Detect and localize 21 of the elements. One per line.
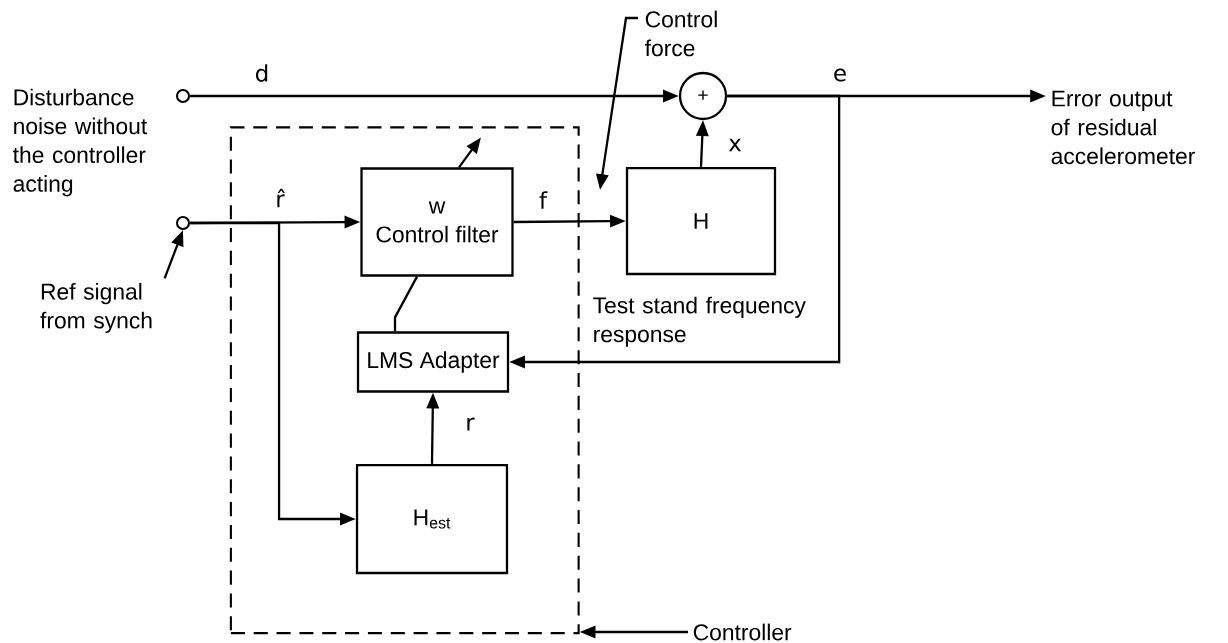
process-box: H$_{est}$ [355,463,509,575]
edge-label: x [726,137,744,153]
controller-boundary-box [229,126,580,635]
process-box: H [625,166,777,276]
input-terminal [175,215,191,231]
process-box: w Control filter [360,167,514,277]
process-box: LMS Adapter [356,331,510,393]
node-caption: Disturbance noise without the controller acting [13,88,148,197]
input-terminal [175,88,191,104]
edge-label: e [831,66,849,84]
summing-junction: + [678,71,728,121]
node-caption: Test stand frequency response [593,296,806,347]
output-text: Error output of residual accelerometer [1051,90,1195,165]
connector-line [393,276,418,332]
callout-text: Control force [645,10,717,57]
edge-label: f [537,189,549,211]
edge-label: r [463,415,477,433]
edge-label: r̂ [273,187,287,209]
edge-label: d [253,62,271,84]
callout-text: Ref signal from synch [40,282,152,334]
callout-text: Controller [693,623,792,641]
